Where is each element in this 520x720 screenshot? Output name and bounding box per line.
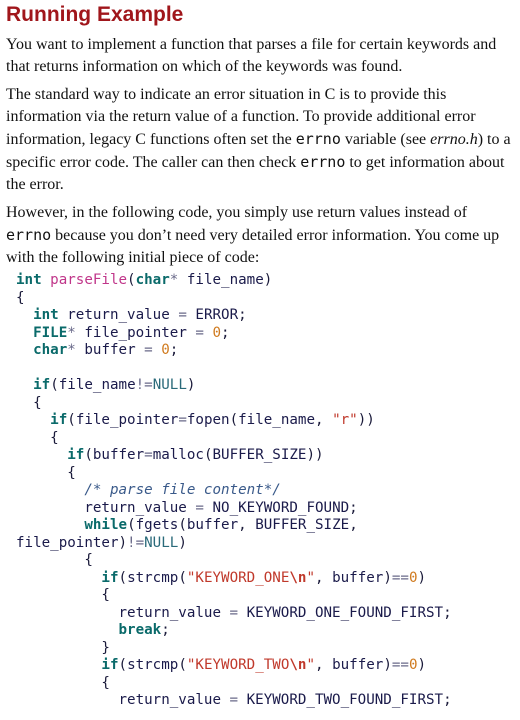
number: 0 bbox=[408, 569, 418, 586]
string-literal: "r" bbox=[332, 412, 358, 428]
document-page: Running Example You want to implement a … bbox=[6, 0, 512, 269]
keyword: char bbox=[135, 272, 170, 288]
keyword: char bbox=[33, 342, 68, 358]
function-call: fgets bbox=[135, 517, 179, 533]
paragraph-3: However, in the following code, you simp… bbox=[6, 202, 512, 269]
identifier: return_value bbox=[118, 604, 222, 621]
number: 0 bbox=[212, 324, 222, 341]
code-listing: int parseFile(char* file_name) { int ret… bbox=[16, 272, 452, 708]
paragraph-1: You want to implement a function that pa… bbox=[6, 36, 497, 75]
string-literal: " bbox=[306, 569, 315, 586]
identifier: file_pointer bbox=[75, 412, 179, 428]
number: 0 bbox=[408, 657, 418, 673]
keyword: while bbox=[84, 517, 128, 533]
identifier: return_value bbox=[67, 307, 170, 323]
identifier: buffer bbox=[84, 342, 136, 358]
identifier: buffer bbox=[332, 569, 384, 586]
escape-sequence: \n bbox=[289, 569, 307, 586]
paragraph-2-text: The standard way to indicate an error si… bbox=[6, 86, 476, 148]
identifier: file_pointer bbox=[84, 324, 187, 341]
constant: BUFFER_SIZE bbox=[255, 517, 350, 533]
code-comment: /* parse file content*/ bbox=[84, 482, 281, 498]
constant: KEYWORD_ONE_FOUND_FIRST bbox=[246, 604, 444, 621]
identifier: buffer bbox=[186, 517, 239, 533]
identifier: file_name bbox=[238, 412, 315, 428]
escape-sequence: \n bbox=[289, 657, 307, 673]
string-literal: "KEYWORD_TWO bbox=[186, 657, 290, 673]
constant: NULL bbox=[152, 377, 187, 393]
identifier: return_value bbox=[84, 499, 187, 516]
keyword: break bbox=[118, 622, 162, 638]
function-call: strcmp bbox=[127, 569, 179, 586]
keyword: if bbox=[50, 412, 68, 428]
keyword: FILE bbox=[33, 324, 68, 341]
section-heading: Running Example bbox=[6, 3, 184, 26]
keyword: if bbox=[101, 569, 119, 586]
keyword: if bbox=[67, 447, 85, 463]
constant: BUFFER_SIZE bbox=[212, 447, 307, 463]
keyword: if bbox=[33, 377, 51, 393]
keyword: int bbox=[16, 272, 42, 288]
constant: KEYWORD_TWO_FOUND_FIRST bbox=[246, 692, 444, 708]
constant: ERROR bbox=[195, 307, 239, 323]
identifier: file_name bbox=[58, 377, 136, 393]
identifier: buffer bbox=[332, 657, 384, 673]
constant: NULL bbox=[144, 534, 179, 551]
identifier: file_pointer bbox=[16, 534, 119, 551]
paragraph-3-text: However, in the following code, you simp… bbox=[6, 204, 468, 221]
paragraph-3-text: because you don’t need very detailed err… bbox=[6, 227, 500, 266]
identifier: buffer bbox=[92, 447, 145, 463]
function-name: parseFile bbox=[50, 272, 128, 288]
paragraph-2-text: ) to a specific error code. The caller c… bbox=[6, 131, 511, 171]
keyword: int bbox=[33, 307, 59, 323]
paragraph-2: The standard way to indicate an error si… bbox=[6, 84, 512, 196]
identifier: file_name bbox=[186, 272, 264, 288]
errno-inline: errno bbox=[300, 153, 346, 171]
identifier: return_value bbox=[118, 692, 222, 708]
function-call: fopen bbox=[186, 412, 230, 428]
function-call: strcmp bbox=[127, 657, 179, 673]
string-literal: " bbox=[306, 657, 315, 673]
errno-inline: errno bbox=[295, 130, 341, 148]
number: 0 bbox=[161, 342, 170, 358]
function-call: malloc bbox=[152, 447, 204, 463]
paragraph-2-text: variable (see bbox=[340, 131, 431, 148]
paragraph-2-text: to get information about the error. bbox=[6, 154, 505, 193]
errno-inline: errno bbox=[6, 226, 52, 244]
constant: NO_KEYWORD_FOUND bbox=[212, 499, 350, 516]
errno-h-reference: errno.h bbox=[430, 131, 478, 148]
string-literal: "KEYWORD_ONE bbox=[186, 569, 290, 586]
keyword: if bbox=[101, 657, 119, 673]
